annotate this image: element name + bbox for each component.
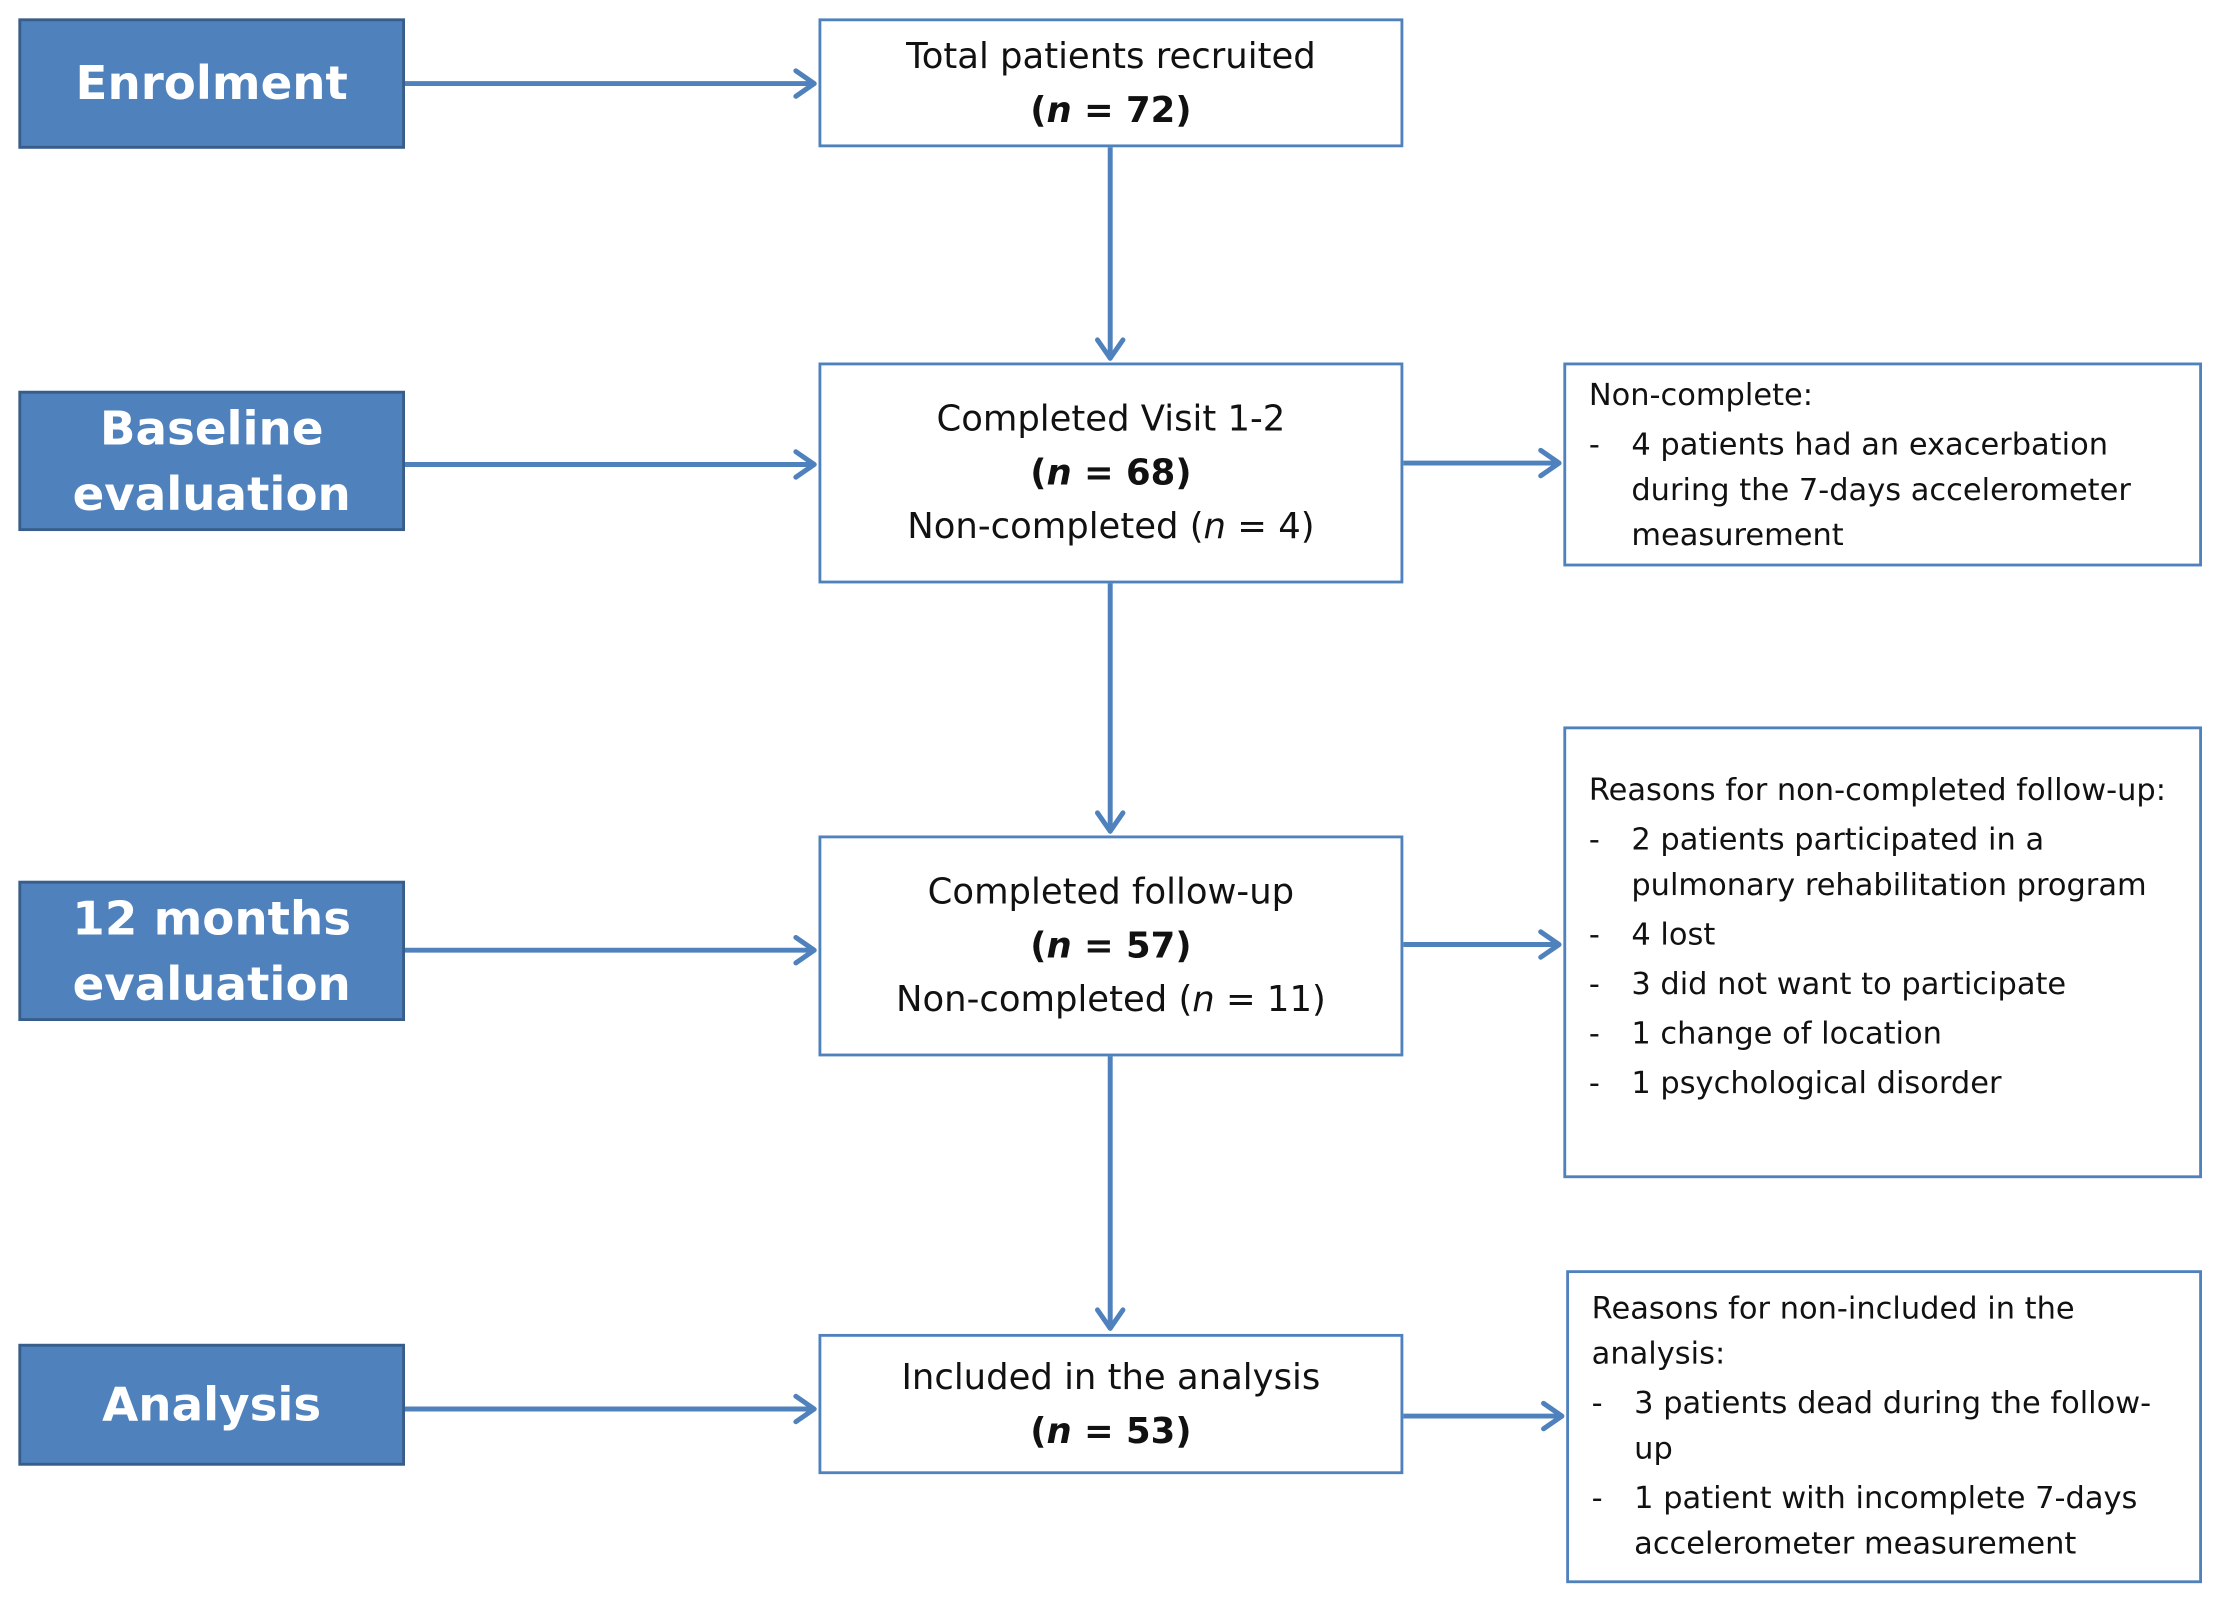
arrow-recruited-to-visit xyxy=(1094,144,1126,361)
note-analysis-reasons-list: 3 patients dead during the follow-up 1 p… xyxy=(1592,1382,2183,1568)
arrow-analysis-to-reasons-note xyxy=(1400,1400,1565,1432)
node-included-analysis: Included in the analysis (n = 53) xyxy=(818,1333,1404,1475)
arrow-12months-to-followup xyxy=(402,934,817,966)
list-item: 1 psychological disorder xyxy=(1589,1062,2182,1107)
arrow-followup-to-analysis xyxy=(1094,1053,1126,1331)
node-recruited-title: Total patients recruited xyxy=(906,34,1316,76)
list-item: 3 did not want to participate xyxy=(1589,963,2182,1008)
node-completed-followup: Completed follow-up (n = 57) Non-complet… xyxy=(818,835,1404,1057)
node-analysis-count: (n = 53) xyxy=(1030,1409,1192,1451)
phase-analysis: Analysis xyxy=(18,1343,405,1466)
note-analysis-reasons-heading: Reasons for non-included in the analysis… xyxy=(1591,1291,2075,1373)
node-visit-title: Completed Visit 1-2 xyxy=(936,397,1286,439)
list-item: 2 patients participated in a pulmonary r… xyxy=(1589,818,2182,909)
arrow-enrolment-to-recruited xyxy=(402,68,817,99)
note-non-complete: Non-complete: 4 patients had an exacerba… xyxy=(1563,362,2203,567)
phase-enrolment: Enrolment xyxy=(18,18,405,149)
phase-12-months-label: 12 months evaluation xyxy=(72,890,352,1011)
node-analysis-title: Included in the analysis xyxy=(901,1355,1321,1397)
note-followup-reasons: Reasons for non-completed follow-up: 2 p… xyxy=(1563,726,2203,1179)
list-item: 4 patients had an exacerbation during th… xyxy=(1589,423,2182,559)
node-visit-noncompleted: Non-completed (n = 4) xyxy=(907,505,1315,547)
arrow-baseline-to-visit xyxy=(402,449,817,480)
arrow-analysis-phase-to-analysis xyxy=(402,1393,817,1425)
node-followup-count: (n = 57) xyxy=(1030,924,1192,966)
list-item: 3 patients dead during the follow-up xyxy=(1592,1382,2183,1473)
arrow-visit-to-followup xyxy=(1094,580,1126,834)
phase-analysis-label: Analysis xyxy=(102,1376,322,1432)
list-item: 1 change of location xyxy=(1589,1012,2182,1057)
list-item: 1 patient with incomplete 7-days acceler… xyxy=(1592,1477,2183,1568)
phase-baseline-label: Baseline evaluation xyxy=(72,400,351,521)
note-followup-reasons-heading: Reasons for non-completed follow-up: xyxy=(1588,773,2166,809)
phase-enrolment-label: Enrolment xyxy=(75,55,348,111)
phase-baseline-evaluation: Baseline evaluation xyxy=(18,390,405,532)
node-visit-count: (n = 68) xyxy=(1030,451,1192,493)
phase-12-months-evaluation: 12 months evaluation xyxy=(18,880,405,1021)
node-recruited-count: (n = 72) xyxy=(1030,88,1192,130)
node-total-recruited: Total patients recruited (n = 72) xyxy=(818,18,1404,148)
note-non-complete-heading: Non-complete: xyxy=(1588,378,1814,414)
node-followup-title: Completed follow-up xyxy=(927,870,1295,912)
note-non-complete-list: 4 patients had an exacerbation during th… xyxy=(1589,423,2182,559)
node-completed-visit: Completed Visit 1-2 (n = 68) Non-complet… xyxy=(818,362,1404,584)
note-analysis-reasons: Reasons for non-included in the analysis… xyxy=(1566,1270,2203,1584)
arrow-followup-to-reasons-note xyxy=(1400,929,1562,960)
arrow-visit-to-noncomplete-note xyxy=(1400,447,1562,479)
note-followup-reasons-list: 2 patients participated in a pulmonary r… xyxy=(1589,818,2182,1107)
node-followup-noncompleted: Non-completed (n = 11) xyxy=(896,978,1326,1020)
list-item: 4 lost xyxy=(1589,913,2182,958)
